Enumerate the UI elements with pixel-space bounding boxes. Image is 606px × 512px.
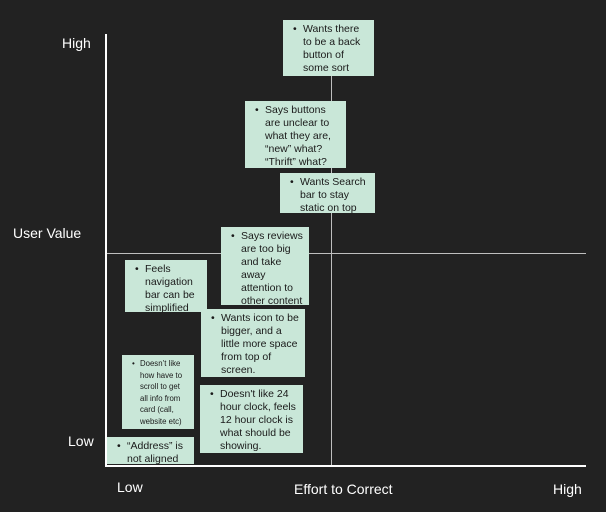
y-axis-low-label: Low xyxy=(68,433,94,449)
note-icon: Wants icon to be bigger, and a little mo… xyxy=(201,309,305,377)
y-axis-line xyxy=(105,34,107,467)
x-axis-line xyxy=(105,465,586,467)
note-back-button: Wants there to be a back button of some … xyxy=(283,20,374,76)
note-reviews: Says reviews are too big and take away a… xyxy=(221,227,309,305)
vertical-divider xyxy=(331,36,332,465)
x-axis-high-label: High xyxy=(553,481,582,497)
x-axis-title: Effort to Correct xyxy=(294,481,393,497)
note-search-bar: Wants Search bar to stay static on top xyxy=(280,173,375,213)
horizontal-divider xyxy=(107,253,586,254)
note-address: “Address” is not aligned xyxy=(107,437,194,464)
y-axis-title: User Value xyxy=(13,225,82,241)
note-buttons-unclear: Says buttons are unclear to what they ar… xyxy=(245,101,346,168)
x-axis-low-label: Low xyxy=(117,479,143,495)
note-scroll-info: Doesn’t like how have to scroll to get a… xyxy=(122,355,194,429)
y-axis-high-label: High xyxy=(62,35,91,51)
note-navigation: Feels navigation bar can be simplified xyxy=(125,260,207,312)
note-clock: Doesn't like 24 hour clock, feels 12 hou… xyxy=(200,385,303,453)
